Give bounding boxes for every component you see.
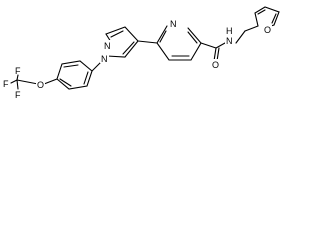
bond-c-o-ether (16, 79, 39, 85)
atom-label-f-left: F (3, 79, 9, 89)
atom-label-n-amide: N (226, 36, 233, 46)
furan-double-bond-1 (257, 9, 266, 15)
bond-pyrazole-pyridine (137, 40, 158, 44)
atom-label-h-amide: H (226, 26, 233, 36)
pyridine-ring (156, 25, 202, 61)
bond-carbonyl-n (215, 42, 226, 49)
furan-ring (254, 6, 280, 29)
bond-carbonyl-o-1 (213, 47, 217, 62)
pyridine-double-bond-1 (159, 30, 167, 43)
pyrazole-double-bond-1 (110, 30, 124, 38)
atom-label-n-pyrazole-1: N (101, 54, 108, 64)
benzene-double-bond-1 (63, 64, 79, 68)
bond-c-f-top (16, 74, 19, 81)
bond-c-f-left (10, 79, 18, 84)
bond-c-f-bottom (16, 79, 19, 90)
bond-pyridine-carbonyl (200, 42, 217, 49)
atom-label-n-pyrazole-2: N (104, 41, 111, 51)
pyridine-double-bond-3 (187, 31, 198, 44)
bond-ch2-furan (244, 25, 259, 32)
benzene-double-bond-3 (59, 78, 72, 87)
atom-label-f-bottom: F (15, 90, 21, 100)
molecule-structure-diagram: F F F O N N N O N H O (3, 6, 280, 100)
bond-o-aryl (43, 78, 58, 85)
bond-aryl-n-pyrazole (91, 61, 102, 72)
bonds (10, 6, 280, 90)
atom-labels: F F F O N N N O N H O (3, 18, 272, 100)
pyrazole-double-bond-2 (122, 41, 135, 55)
atom-label-f-top: F (15, 66, 21, 76)
atom-label-o-ether: O (37, 80, 44, 90)
bond-n-ch2 (235, 30, 246, 44)
pyrazole-ring (105, 26, 139, 58)
atom-label-o-furan: O (264, 25, 271, 35)
atom-label-n-pyridine: N (170, 19, 177, 29)
benzene-double-bond-2 (83, 71, 89, 85)
atom-label-o-carbonyl: O (212, 60, 219, 70)
furan-double-bond-2 (271, 13, 277, 24)
bond-carbonyl-o-2 (216, 47, 220, 62)
